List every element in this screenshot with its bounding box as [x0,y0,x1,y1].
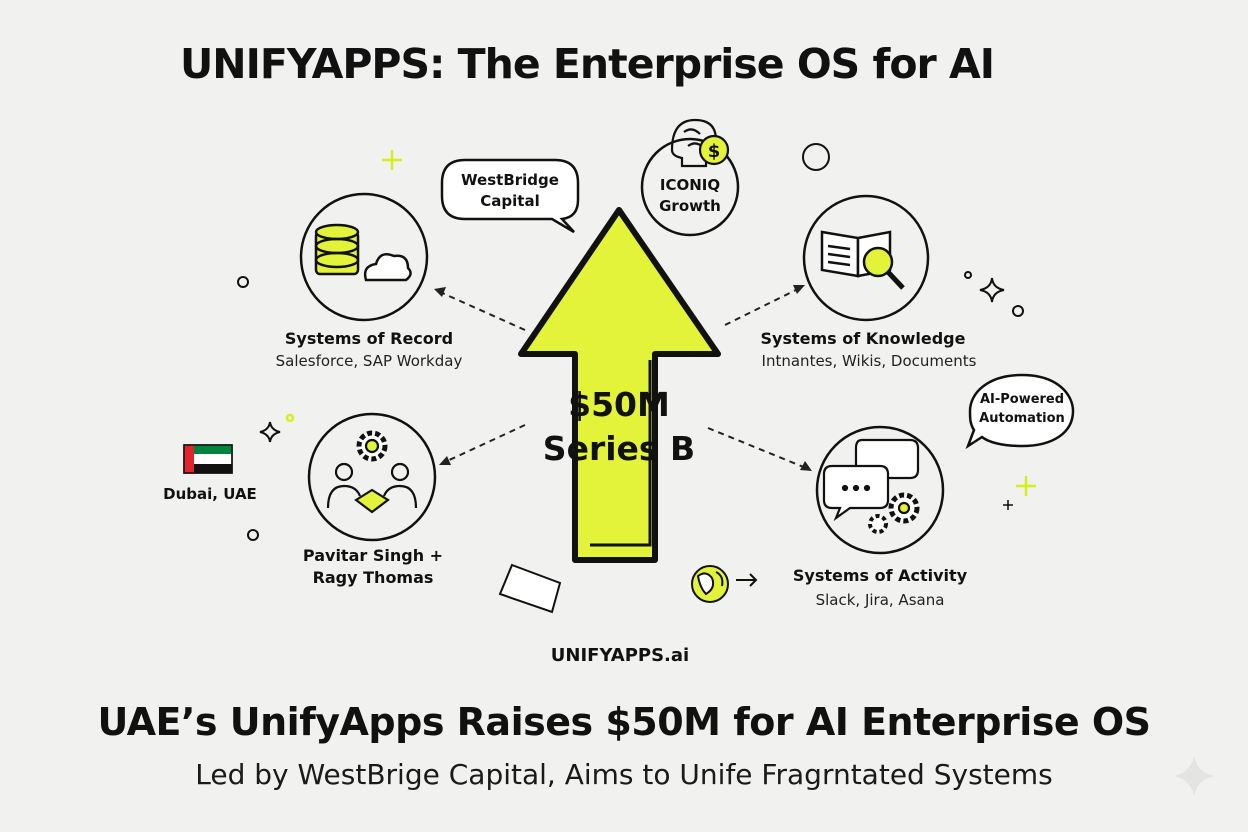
location-label: Dubai, UAE [163,485,257,503]
raise-amount: $50M Series B [534,383,704,471]
raise-round: Series B [542,429,696,468]
founders-label: Pavitar Singh + Ragy Thomas [302,546,444,587]
iconiq-label: ICONIQ Growth [659,176,721,215]
automation-bubble [965,373,1075,450]
site-url: UNIFYAPPS.ai [550,645,690,666]
globe-icon [691,565,729,603]
watermark-star-icon [1174,756,1214,796]
knowledge-label: Systems of Knowledge [760,329,966,348]
activity-circle [815,425,945,555]
westbridge-bubble [440,158,580,234]
svg-text:$: $ [708,141,721,162]
arrow-right-icon [736,573,758,587]
brain-dollar-icon [670,118,730,168]
accent-sparkles [285,150,1036,496]
chat-gears-icon [822,438,920,534]
automation-label: AI-Powered Automation [979,392,1065,426]
gear-handshake-icon [326,430,418,514]
card-shape [498,563,562,614]
westbridge-label: WestBridge Capital [461,171,559,210]
dashed-connectors [439,287,807,469]
page-title: UNIFYAPPS: The Enterprise OS for AI [180,40,995,88]
record-label: Systems of Record [284,329,454,348]
activity-label: Systems of Activity [792,566,968,585]
headline: UAE’s UnifyApps Raises $50M for AI Enter… [97,700,1151,744]
growth-arrow-icon [518,207,721,563]
record-sub: Salesforce, SAP Workday [275,352,463,370]
subheadline: Led by WestBrige Capital, Aims to Unife … [195,758,1053,791]
knowledge-circle [802,194,930,322]
activity-sub: Slack, Jira, Asana [815,591,945,609]
iconiq-bubble [640,137,740,237]
record-circle [299,192,429,322]
decorations [237,143,1024,541]
knowledge-sub: Intnantes, Wikis, Documents [761,352,977,370]
database-cloud-icon [314,223,412,282]
uae-flag-icon [183,444,233,474]
book-magnifier-icon [820,230,905,290]
founders-circle [307,412,437,542]
raise-amount-value: $50M [568,385,670,424]
